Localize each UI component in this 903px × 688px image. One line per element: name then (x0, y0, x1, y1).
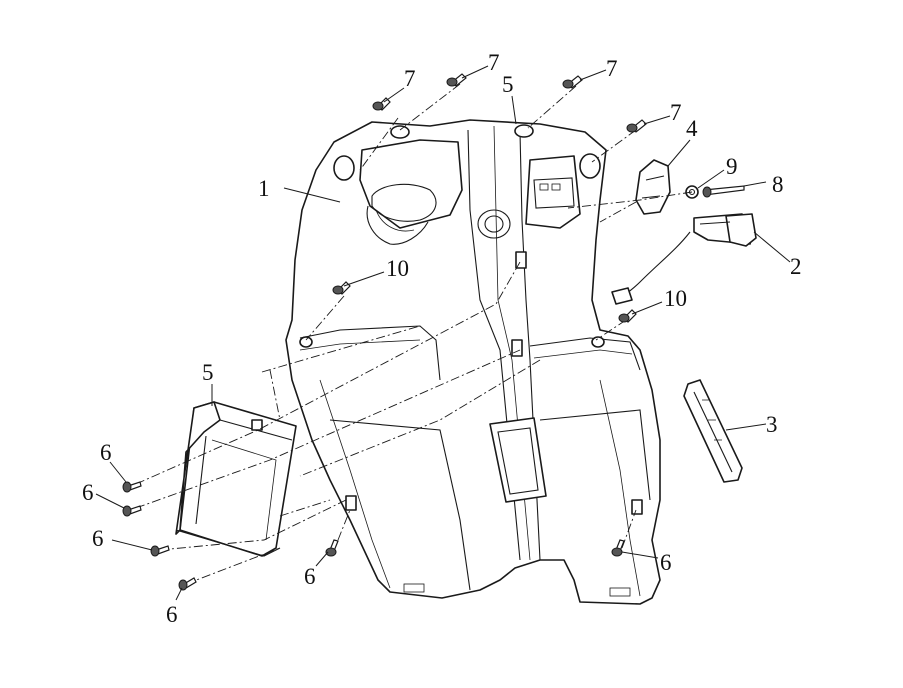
screw-7-c (562, 75, 583, 89)
callout-9: 9 (726, 154, 738, 179)
callout-1: 1 (258, 176, 270, 201)
part-8-bolt (702, 185, 745, 198)
screw-6-d (178, 577, 197, 591)
screw-7-d (626, 119, 647, 133)
callout-8: 8 (772, 172, 784, 197)
screw-6-e (325, 539, 339, 557)
callout-6-b: 6 (82, 480, 94, 505)
screw-7-a (372, 97, 391, 111)
callout-6-c: 6 (92, 526, 104, 551)
part-5-side-box (175, 401, 297, 557)
callout-6-d: 6 (166, 602, 178, 627)
part-4-hook (635, 159, 671, 215)
screw-6-c (150, 545, 170, 557)
callout-6-e: 6 (304, 564, 316, 589)
callout-3: 3 (766, 412, 778, 437)
callout-6-f: 6 (660, 550, 672, 575)
part-3-cover-plate (683, 379, 743, 483)
callout-5-top: 5 (502, 72, 514, 97)
screw-7-b (446, 73, 467, 87)
screw-6-a (122, 481, 142, 493)
assembly-lines (135, 83, 693, 585)
callout-7-a: 7 (404, 66, 416, 91)
part-2-socket (611, 213, 757, 305)
screw-10-b (618, 309, 637, 323)
callout-7-d: 7 (670, 100, 682, 125)
callout-6-a: 6 (100, 440, 112, 465)
callout-2: 2 (790, 254, 802, 279)
callout-7-c: 7 (606, 56, 618, 81)
part-1-inner-panel (285, 119, 661, 605)
leader-lines (95, 65, 791, 601)
callout-10-b: 10 (664, 286, 687, 311)
screws (122, 73, 647, 591)
callout-10-a: 10 (386, 256, 409, 281)
callout-labels: 1 2 3 4 5 5 6 6 6 6 6 6 7 7 7 7 8 9 10 1… (82, 50, 802, 627)
callout-7-b: 7 (488, 50, 500, 75)
screw-6-b (122, 505, 142, 517)
callout-5-left: 5 (202, 360, 214, 385)
callout-4: 4 (686, 116, 698, 141)
